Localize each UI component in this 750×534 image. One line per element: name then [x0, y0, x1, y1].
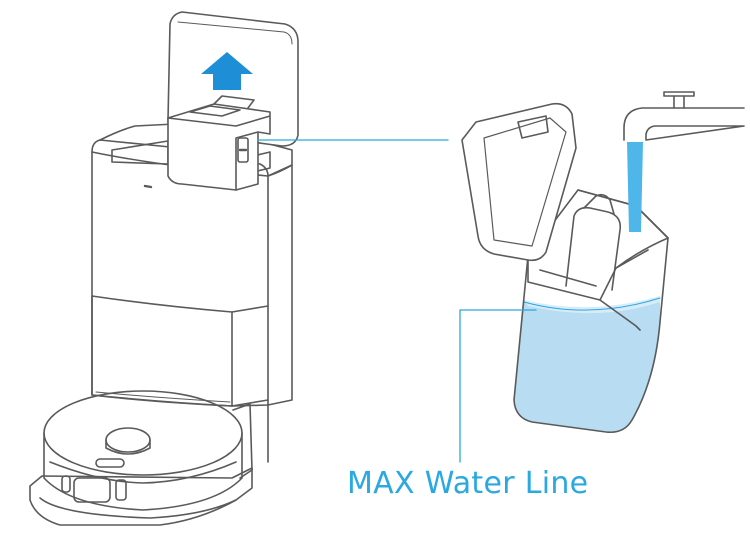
- station-right-side: [267, 164, 293, 406]
- up-arrow-icon: [201, 52, 253, 90]
- tank-float: [565, 206, 622, 291]
- ramp-inner: [39, 497, 237, 519]
- faucet-spout: [623, 107, 745, 141]
- front-sensor-right: [115, 479, 127, 501]
- lidar-side: [105, 439, 151, 455]
- front-sensor-window: [73, 477, 111, 503]
- ramp: [29, 467, 253, 526]
- water-stream: [627, 142, 643, 232]
- tank-latch: [237, 137, 249, 163]
- detached-tank-rim: [527, 189, 669, 301]
- tank-lid-inner: [177, 21, 293, 45]
- station-panel-side: [231, 305, 269, 407]
- lidar-turret: [105, 427, 151, 453]
- faucet-handle: [663, 91, 695, 97]
- robot-side: [43, 432, 243, 511]
- robot-buttons: [95, 458, 125, 468]
- faucet-handle-stem: [673, 95, 685, 109]
- max-line-marker: [459, 309, 537, 463]
- tank-handle-slots: [189, 95, 255, 117]
- detached-water-tank: [461, 102, 669, 434]
- robot-top: [43, 390, 243, 476]
- water-fill: [514, 296, 660, 433]
- max-water-line-label: MAX Water Line: [347, 466, 589, 501]
- robot-bumper: [49, 461, 237, 484]
- detached-tank-front-edge: [599, 299, 641, 331]
- tank-float-handle: [583, 193, 615, 215]
- station-base: [232, 403, 269, 479]
- station-indicator: [143, 184, 153, 189]
- detached-tank-outline: [513, 189, 669, 434]
- detached-tank-inner-wall: [539, 249, 649, 287]
- detached-lid-latch: [517, 115, 549, 139]
- station-front-panel: [91, 295, 233, 407]
- detached-tank-lid: [461, 102, 577, 262]
- water-surface-line: [523, 297, 661, 311]
- faucet: [623, 91, 745, 141]
- robot-vacuum: [29, 390, 253, 526]
- detached-lid-inner: [483, 117, 567, 247]
- lifted-water-tank: [167, 11, 299, 191]
- front-sensor-left: [61, 475, 71, 493]
